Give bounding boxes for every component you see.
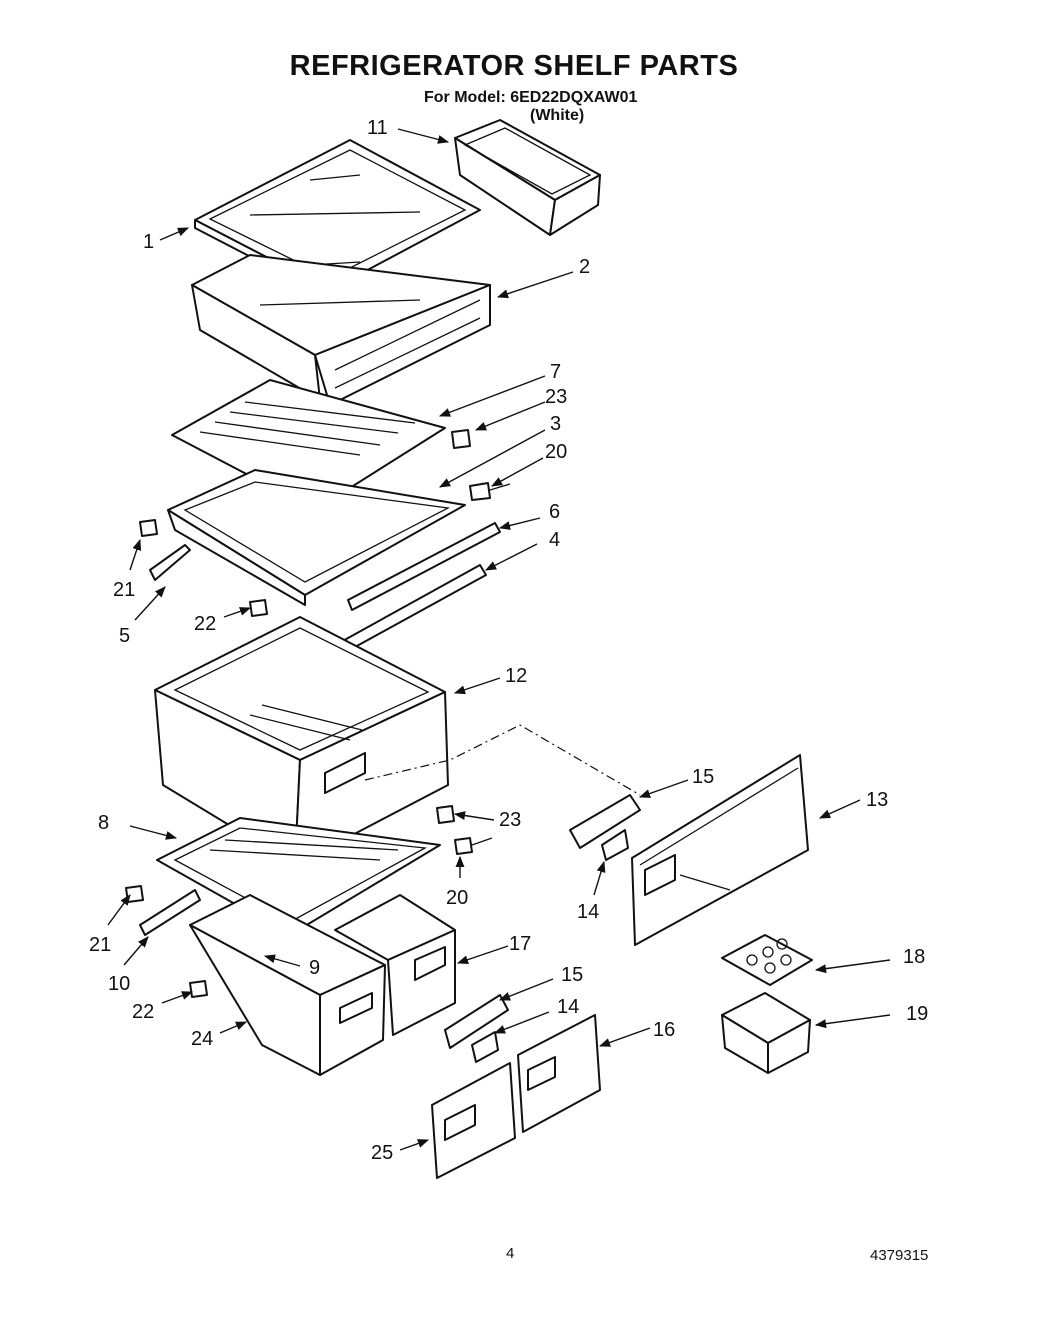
callout-14-upper: 14 xyxy=(577,901,600,923)
callout-9: 9 xyxy=(309,957,321,979)
part-20-lower-fastener xyxy=(454,837,493,855)
callout-23-lower: 23 xyxy=(499,809,522,831)
callout-17: 17 xyxy=(509,933,532,955)
callout-15-upper: 15 xyxy=(692,766,715,788)
callout-1: 1 xyxy=(143,231,155,253)
callout-10: 10 xyxy=(108,973,131,995)
callout-7: 7 xyxy=(550,361,562,383)
model-number: For Model: 6ED22DQXAW01 xyxy=(424,89,638,106)
part-17-drawer xyxy=(334,894,456,1036)
callout-14-lower: 14 xyxy=(557,996,580,1018)
part-22-lower-fastener xyxy=(189,980,208,998)
callout-5: 5 xyxy=(119,625,131,647)
callout-6: 6 xyxy=(549,501,561,523)
part-16-front-panel xyxy=(517,1014,601,1133)
part-19-egg-tray-base xyxy=(721,992,811,1074)
part-21-lower-fastener xyxy=(125,885,144,903)
callout-13: 13 xyxy=(866,789,889,811)
document-number: 4379315 xyxy=(870,1247,929,1264)
part-3-shelf-frame xyxy=(149,469,466,606)
callout-11: 11 xyxy=(367,117,388,139)
callout-15-lower: 15 xyxy=(561,964,584,986)
part-23-upper-fastener xyxy=(451,429,471,449)
callout-22-upper: 22 xyxy=(194,613,217,635)
part-23-lower-fastener xyxy=(436,805,455,824)
part-22-upper-fastener xyxy=(249,599,268,617)
part-15-bracket-lower xyxy=(444,994,509,1049)
part-2-crisper xyxy=(191,254,491,406)
part-14-clip-upper xyxy=(601,829,629,861)
callout-22-lower: 22 xyxy=(132,1001,155,1023)
callout-16: 16 xyxy=(653,1019,676,1041)
callout-20-lower: 20 xyxy=(446,887,469,909)
callout-12: 12 xyxy=(505,665,528,687)
page-number: 4 xyxy=(506,1245,515,1262)
part-6-trim xyxy=(347,522,501,611)
part-11-bin xyxy=(454,119,601,236)
part-15-bracket-upper xyxy=(569,794,641,849)
part-21-upper-fastener xyxy=(139,519,158,537)
part-25-front-panel xyxy=(431,1062,516,1179)
callout-20-upper: 20 xyxy=(545,441,568,463)
callout-18: 18 xyxy=(903,946,926,968)
page-title: REFRIGERATOR SHELF PARTS xyxy=(289,50,739,82)
callout-23-upper: 23 xyxy=(545,386,568,408)
callout-24: 24 xyxy=(191,1028,214,1050)
part-24-drawer xyxy=(189,894,386,1076)
part-13-front xyxy=(631,754,809,946)
part-18-egg-tray xyxy=(721,934,813,986)
model-color: (White) xyxy=(530,107,585,124)
callout-3: 3 xyxy=(550,413,562,435)
callout-21-lower: 21 xyxy=(89,934,112,956)
callout-2: 2 xyxy=(579,256,591,278)
callout-21-upper: 21 xyxy=(113,579,136,601)
callout-19: 19 xyxy=(906,1003,929,1025)
callout-25: 25 xyxy=(371,1142,394,1164)
callout-4: 4 xyxy=(549,529,561,551)
assembly-line xyxy=(364,724,641,796)
callout-8: 8 xyxy=(98,812,110,834)
part-10-rail xyxy=(139,889,201,936)
callout-leaders xyxy=(107,128,891,1151)
part-20-upper-fastener xyxy=(469,482,511,501)
part-14-clip-lower xyxy=(471,1031,499,1063)
